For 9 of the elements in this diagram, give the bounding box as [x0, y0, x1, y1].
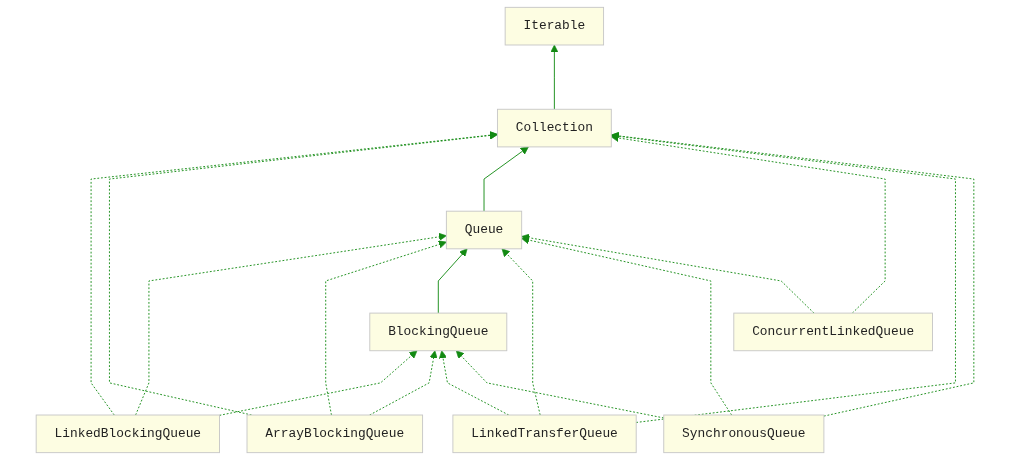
node-box: BlockingQueue — [369, 312, 508, 352]
node-box: Collection — [496, 108, 612, 148]
node-box: Queue — [445, 210, 523, 250]
node-box: SynchronousQueue — [663, 414, 825, 454]
node-box: ConcurrentLinkedQueue — [733, 312, 933, 352]
node-box: Iterable — [504, 6, 605, 46]
node-box: LinkedTransferQueue — [452, 414, 637, 454]
node-box: ArrayBlockingQueue — [246, 414, 424, 454]
node-box: LinkedBlockingQueue — [35, 414, 220, 454]
